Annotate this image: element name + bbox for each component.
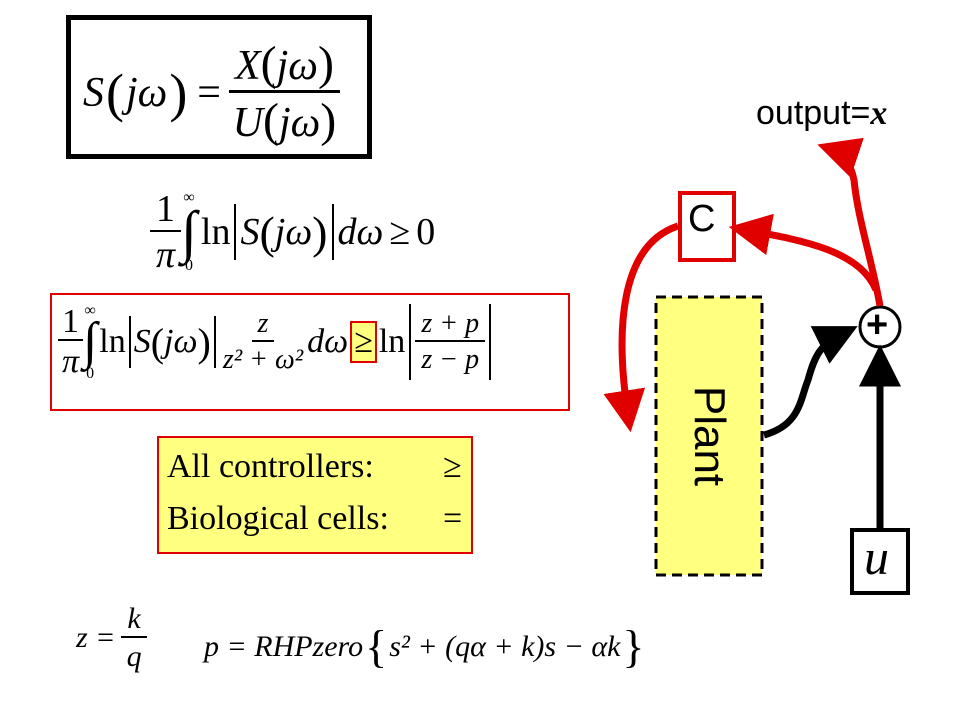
output-variable: x [870,95,888,132]
coef-fraction: 1 π [150,190,181,274]
highlighted-geq: ≥ [350,321,377,364]
coef-num: 1 [150,190,181,233]
ratio-fraction: z + p z − p [415,310,486,376]
ln-label: ln [99,323,126,361]
s-argument: jω [164,323,198,361]
equals-sign: = [197,69,221,116]
s-symbol: S [240,211,260,254]
x-argument: jω [276,43,318,89]
ratio-num: z + p [415,310,486,343]
block-diagram [603,137,910,595]
d-omega: dω [307,323,349,361]
weight-den: z² + ω² [222,344,304,376]
controller-label: C [688,198,716,240]
coef-fraction: 1 π [58,305,83,379]
ratio-den: z − p [421,344,480,376]
coef-den: π [61,343,80,381]
summary-box: All controllers: ≥ Biological cells: = [157,436,473,554]
transfer-fraction: X(jω) U(jω) [228,40,340,146]
z-definition: z = k q [76,604,147,672]
abs-bar-left [234,204,237,261]
plant-label: Plant [685,385,734,487]
sum-to-output-arrow [817,137,884,307]
p-lhs: p = RHPzero [204,629,364,663]
z-den: q [126,640,142,673]
poisson-integral-box: 1 π ∞ ∫ 0 ln S (jω) z z² + ω² dω ≥ ln z … [50,293,570,411]
input-u-label: u [864,529,889,585]
coef-num: 1 [58,305,83,342]
upper-limit: ∞ [183,189,195,206]
ln-label-rhs: ln [378,323,406,361]
s-argument: jω [274,211,313,254]
sensitivity-equation-box: S ( jω ) = X(jω) U(jω) [66,15,372,159]
s-argument: jω [125,69,168,116]
d-omega: dω [337,211,384,254]
bode-integral-equation: 1 π ∞ ∫ 0 ln S (jω) dω ≥ 0 [150,190,435,274]
output-label: output=x [756,94,887,133]
output-label-text: output= [756,94,871,132]
s-symbol: S [83,69,104,116]
abs-bar-right-rhs [489,304,492,381]
coef-den: π [155,234,176,277]
weight-num: z [251,310,275,343]
weight-fraction: z z² + ω² [223,310,303,374]
integral-sign: ∞ ∫ 0 [181,189,197,275]
summary-line2-rel: = [443,500,463,537]
sum-plus-label: + [866,304,889,346]
abs-bar-right [331,204,334,261]
plant-block [654,295,764,577]
lower-limit: 0 [86,364,95,382]
sum-to-controller-arrow [728,213,880,292]
summary-line1-label: All controllers: [167,448,374,485]
controller-to-plant-arrow [603,222,680,433]
integral-sign: ∞ ∫ 0 [83,302,98,382]
z-lhs: z = [76,621,116,654]
z-num: k [121,604,147,638]
lower-limit: 0 [184,257,193,275]
abs-bar-left [128,316,131,369]
abs-bar-left-rhs [409,304,412,381]
summary-line2-label: Biological cells: [167,500,389,537]
plant-to-sum-arrow [762,326,858,439]
rhs-zero: 0 [416,211,436,254]
ln-label: ln [200,211,231,254]
u-argument: jω [278,100,321,146]
upper-limit: ∞ [84,302,96,319]
p-definition: p = RHPzero { s² + (qα + k)s − αk } [204,621,645,672]
z-fraction: k q [121,604,147,673]
relation-geq: ≥ [389,211,411,254]
p-body: s² + (qα + k)s − αk [389,629,621,663]
u-symbol: U [232,100,263,146]
summary-line1-rel: ≥ [443,448,462,485]
s-symbol: S [133,323,151,361]
abs-bar-right [213,316,216,369]
x-symbol: X [234,43,261,89]
